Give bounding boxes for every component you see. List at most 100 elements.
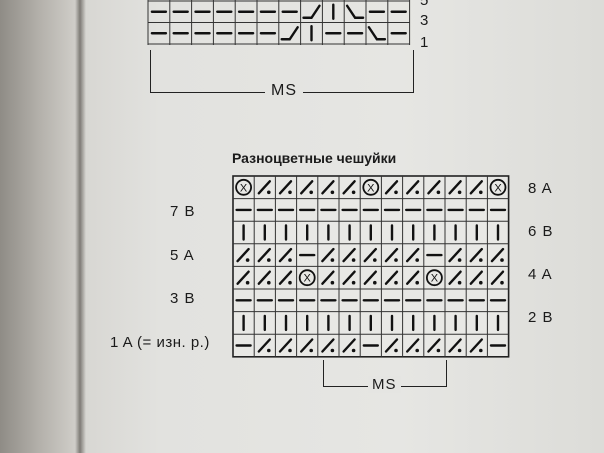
dot-symbol [351,190,356,195]
slash-symbol [448,180,462,195]
row-label-right: 2 B [528,309,554,326]
row-label-left: 7 B [170,203,196,220]
dot-symbol [351,280,356,285]
slash-symbol [384,338,399,353]
dot-symbol [351,348,356,353]
dot-symbol [267,190,271,195]
slash-symbol [300,180,314,195]
dot-symbol [479,280,483,285]
row-label-right: 8 A [528,180,553,197]
circled-x-letter: X [367,182,375,194]
slash-symbol [278,270,293,285]
cross-right-symbol [367,26,387,41]
slash-symbol [321,247,335,263]
dot-symbol [479,190,483,195]
slash-symbol [448,270,462,285]
dot-symbol [479,258,483,262]
slash-symbol [257,247,271,263]
slash-symbol [384,247,399,263]
circled-x-symbol [235,178,253,196]
slash-symbol [278,247,293,263]
slash-symbol [448,338,462,353]
dot-symbol [394,190,398,195]
slash-symbol [406,180,420,195]
dot-symbol [330,348,335,353]
dot-symbol [373,258,377,262]
slash-symbol [236,270,250,285]
slash-symbol [363,247,377,263]
slash-symbol [342,180,356,195]
top-knitting-chart [147,0,411,45]
slash-symbol [321,180,335,195]
slash-symbol [490,247,505,263]
dot-symbol [267,348,271,353]
circled-x-letter: X [304,273,312,285]
top-ms-label: MS [265,82,303,100]
slash-symbol [469,338,483,353]
row-label-left: 3 B [170,290,196,307]
circled-x-symbol [362,178,380,196]
dot-symbol [457,190,462,195]
dot-symbol [415,190,420,195]
dot-symbol [394,280,398,285]
slash-symbol [342,247,356,263]
dot-symbol [351,258,356,262]
dot-symbol [415,258,420,262]
slash-symbol [257,180,271,195]
top-row-number: 5 [420,0,430,9]
dot-symbol [288,348,292,353]
slash-symbol [469,270,483,285]
circled-x-letter: X [431,273,439,285]
slash-symbol [342,338,356,353]
dot-symbol [500,258,504,262]
slash-symbol [427,180,441,195]
slash-symbol [490,270,505,285]
dot-symbol [394,348,398,353]
cross-left-symbol [302,4,321,19]
slash-symbol [406,270,420,285]
dot-symbol [373,280,377,285]
row-label-right: 6 B [528,223,554,240]
dot-symbol [457,348,462,353]
slash-symbol [300,338,314,353]
dot-symbol [436,348,441,353]
dot-symbol [288,190,292,195]
slash-symbol [406,338,420,353]
slash-symbol [257,270,271,285]
slash-symbol [384,180,399,195]
dot-symbol [309,190,314,195]
dot-symbol [436,190,441,195]
slash-symbol [321,270,335,285]
dot-symbol [267,258,271,262]
slash-symbol [469,180,483,195]
slash-symbol [321,338,335,353]
row-label-right: 4 A [528,266,553,283]
circled-x-symbol [298,269,316,287]
slash-symbol [384,270,399,285]
slash-symbol [278,338,293,353]
dot-symbol [479,348,483,353]
top-row-number: 1 [420,34,430,51]
dot-symbol [457,258,462,262]
dot-symbol [330,258,335,262]
circled-x-letter: X [240,182,248,194]
row-label-left: 5 A [170,247,195,264]
slash-symbol [427,338,441,353]
dot-symbol [309,348,314,353]
slash-symbol [448,247,462,263]
cross-right-symbol [345,4,365,19]
slash-symbol [257,338,271,353]
circled-x-symbol [489,178,507,196]
dot-symbol [330,190,335,195]
dot-symbol [415,280,420,285]
dot-symbol [245,258,250,262]
dot-symbol [288,280,292,285]
slash-symbol [342,270,356,285]
slash-symbol [363,270,377,285]
top-row-number: 3 [420,12,430,29]
dot-symbol [245,280,250,285]
slash-symbol [469,247,483,263]
ms-label: MS [368,376,401,393]
slash-symbol [236,247,250,263]
dot-symbol [330,280,335,285]
